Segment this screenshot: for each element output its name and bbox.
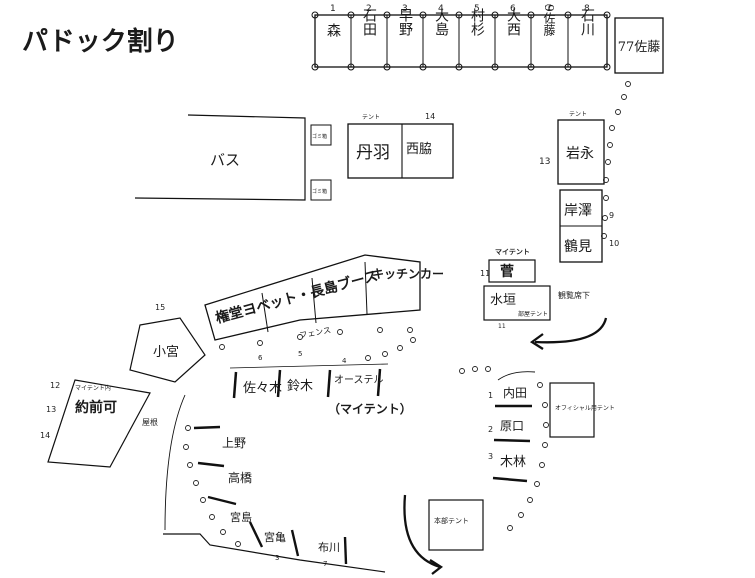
right-col-num-1: 1 — [488, 391, 493, 400]
booth-row: 権堂ヨベット・長島ブース キッチンカー フェンス — [204, 254, 444, 341]
left-box-num-1: 12 — [50, 381, 60, 390]
bottom-boundary — [163, 533, 386, 573]
suga-name: 菅 — [500, 263, 514, 280]
right-mid-name-2: 鶴見 — [564, 238, 592, 255]
left-col-1: 上野 — [222, 436, 246, 450]
bus-area: バス — [134, 114, 306, 201]
stall-num-5: 5 — [474, 4, 480, 14]
bottom-num-1: 3 — [275, 554, 279, 562]
left-col-5: 布川 — [318, 541, 340, 554]
center-right-num: 14 — [425, 112, 435, 121]
right-col-name-3: 木林 — [500, 455, 526, 470]
trash-box-1 — [310, 124, 332, 146]
official-tent-label: オフィシャル用テント — [555, 405, 615, 412]
bus-label: バス — [210, 151, 240, 169]
stall-num-3: 3 — [402, 4, 408, 14]
stall-77-frame — [614, 17, 664, 74]
right-mid-name-1: 岸澤 — [564, 203, 592, 219]
stall-name-6: 大西 — [505, 8, 521, 36]
stall-name-8: 石川 — [579, 8, 595, 36]
middle-name-2: 鈴木 — [287, 379, 313, 394]
trash-label-2: ゴミ箱 — [312, 188, 327, 195]
suga-mizuho-area: マイテント 11 菅 水垣 部屋テント 11 観覧席下 — [480, 248, 590, 330]
right-col-name-1: 内田 — [503, 386, 527, 400]
mizuho-name: 水垣 — [490, 293, 516, 308]
stall-name-77: 77佐藤 — [618, 40, 661, 55]
left-box: 12 13 14 マイテント内 約前可 — [40, 379, 151, 468]
middle-name-3: オーステル — [334, 374, 384, 386]
right-column-top: テント 13 岩永 岸澤 鶴見 9 10 — [539, 111, 619, 263]
right-mid-num-2: 10 — [609, 239, 619, 248]
stall-num-7: 7 — [546, 4, 552, 14]
komiya-area: 15 小宮 — [129, 303, 206, 383]
left-curve-dots — [183, 425, 241, 547]
right-note: 観覧席下 — [558, 290, 590, 300]
arrow-right-curve — [534, 317, 608, 344]
komiya-name: 小宮 — [153, 344, 179, 360]
center-left-tent: テント — [362, 114, 380, 121]
right-stake-dots — [601, 81, 631, 239]
center-left-name: 丹羽 — [356, 143, 390, 163]
right-lower-column: 1 2 3 内田 原口 木林 — [488, 371, 536, 483]
stall-num-1: 1 — [330, 4, 336, 14]
roof-label: 屋根 — [142, 417, 158, 427]
stall-num-4: 4 — [438, 4, 444, 14]
stall-num-2: 2 — [366, 4, 372, 14]
left-col-2: 高橋 — [228, 470, 252, 485]
right-col-num-2: 2 — [488, 425, 493, 434]
left-box-num-2: 13 — [46, 405, 56, 414]
suga-num: 11 — [480, 269, 490, 278]
right-mid-num-1: 9 — [609, 211, 614, 220]
small-num-1: 6 — [258, 354, 263, 362]
top-stalls: 1 2 3 4 5 6 7 8 森 石田 早野 大島 村杉 大西 9佐藤 石川 … — [311, 4, 664, 74]
right-lower-dots — [459, 366, 549, 531]
middle-row: 6 5 4 佐々木 鈴木 オーステル （マイテント） — [229, 350, 412, 416]
left-box-tent: マイテント内 — [75, 384, 111, 392]
right-col-name-2: 原口 — [500, 419, 524, 433]
stall-num-8: 8 — [584, 4, 590, 14]
right-top-name: 岩永 — [566, 146, 594, 162]
stall-num-6: 6 — [510, 4, 516, 14]
left-box-num-3: 14 — [40, 431, 50, 440]
middle-note: （マイテント） — [328, 401, 412, 416]
left-col-4: 宮亀 — [264, 530, 286, 544]
center-right-name: 西脇 — [406, 142, 432, 157]
hq-tent-box — [428, 499, 484, 551]
stall-name-7: 9佐藤 — [542, 4, 556, 36]
right-top-num: 13 — [539, 157, 550, 167]
left-col-3: 宮島 — [230, 510, 252, 524]
right-col-num-3: 3 — [488, 452, 493, 461]
mizuho-note: 部屋テント — [518, 310, 548, 318]
official-tent-box — [549, 382, 595, 438]
hq-tent-label: 本部テント — [434, 516, 469, 525]
stall-name-1: 森 — [325, 23, 341, 37]
trash-label-1: ゴミ箱 — [312, 133, 327, 140]
middle-name-1: 佐々木 — [243, 381, 282, 396]
trash-box-2 — [310, 179, 332, 201]
top-stalls-frame — [314, 14, 608, 68]
arrow-bottom-curve — [403, 494, 441, 569]
stall-name-3: 早野 — [397, 8, 413, 36]
stall-name-2: 石田 — [361, 8, 377, 36]
left-box-name: 約前可 — [75, 399, 117, 416]
small-num-2: 5 — [298, 350, 302, 358]
small-num-3: 4 — [342, 357, 347, 365]
num-15: 15 — [155, 303, 165, 312]
kitchen-label: キッチンカー — [372, 267, 444, 281]
stall-name-4: 大島 — [433, 8, 449, 36]
center-block: テント 14 丹羽 西脇 — [347, 112, 454, 179]
fence-dots — [219, 327, 416, 361]
left-column: 上野 高橋 宮島 宮亀 布川 3 7 — [193, 425, 348, 568]
mizuho-num: 11 — [498, 323, 506, 330]
fence-label: フェンス — [299, 326, 332, 340]
right-top-tent: テント — [569, 111, 587, 118]
map-title: パドック割り — [22, 26, 179, 57]
stall-name-5: 村杉 — [469, 8, 485, 36]
my-tent-label: マイテント — [495, 248, 530, 256]
